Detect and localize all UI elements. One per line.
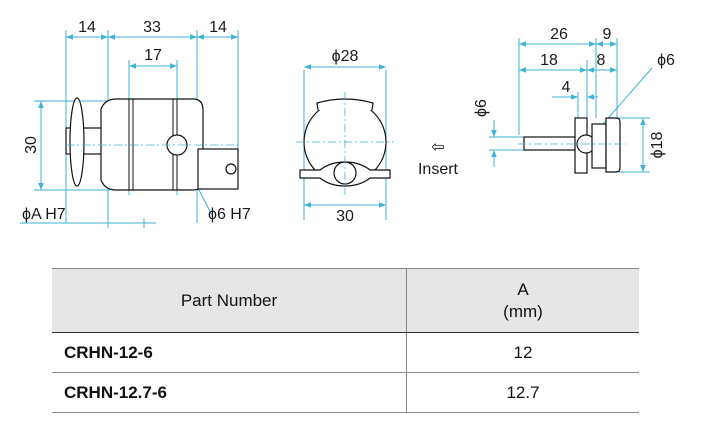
dim-8: 8 (597, 52, 606, 69)
side-view: 14 33 14 17 30 ϕA H7 ϕ6 H7 (20, 19, 251, 228)
header-a: A (mm) (406, 268, 639, 333)
pin-view: 26 9 18 8 4 ϕ6 ϕ6 ϕ18 (473, 26, 675, 174)
dim-33: 33 (143, 19, 161, 36)
a-value-cell: 12.7 (406, 372, 639, 413)
a-value-cell: 12 (406, 332, 639, 373)
part-number-cell: CRHN-12-6 (52, 332, 407, 373)
part-number-cell: CRHN-12.7-6 (52, 372, 407, 413)
header-part-number: Part Number (52, 268, 407, 333)
header-a-name: A (517, 279, 529, 299)
technical-drawing: 14 33 14 17 30 ϕA H7 ϕ6 H7 ϕ28 30 ⇦ Inse… (20, 19, 675, 228)
table-row: CRHN-12.7-6 12.7 (52, 372, 639, 413)
dim-4: 4 (562, 79, 571, 96)
dim-phi28: ϕ28 (332, 48, 359, 65)
front-view: ϕ28 30 (296, 48, 394, 225)
table-row: CRHN-12-6 12 (52, 332, 639, 373)
dim-phi18: ϕ18 (649, 132, 666, 159)
spec-table: Part Number A (mm) CRHN-12-6 12 CRHN-12.… (52, 268, 639, 413)
header-a-unit: (mm) (503, 301, 543, 321)
insert-label: Insert (418, 161, 459, 178)
label-hole: ϕ6 H7 (208, 206, 251, 223)
dim-17: 17 (144, 47, 162, 64)
dim-9: 9 (603, 26, 612, 43)
dim-phi6-top: ϕ6 (657, 52, 675, 69)
dim-14-right: 14 (209, 19, 227, 36)
dim-18: 18 (540, 52, 558, 69)
dim-30-width: 30 (336, 208, 354, 225)
dim-phi6-left: ϕ6 (473, 99, 490, 117)
table-header-row: Part Number A (mm) (52, 268, 639, 333)
dim-14-left: 14 (78, 19, 96, 36)
dim-30-height: 30 (23, 136, 40, 154)
insert-arrow-icon: ⇦ (431, 139, 444, 156)
dim-26: 26 (550, 26, 568, 43)
label-bore: ϕA H7 (22, 206, 66, 223)
